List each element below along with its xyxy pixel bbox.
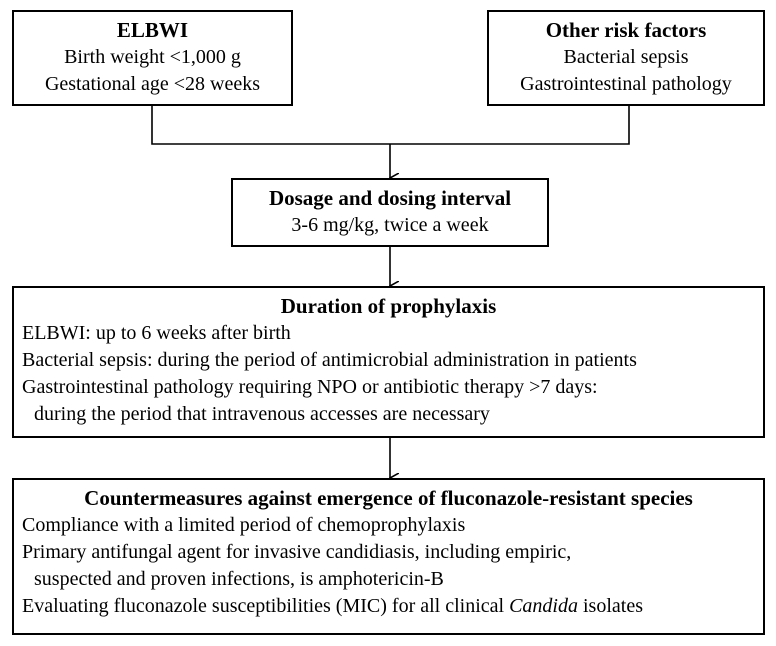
other-risk-title: Other risk factors xyxy=(545,18,707,42)
dosage-box: Dosage and dosing interval 3-6 mg/kg, tw… xyxy=(231,178,549,247)
countermeasures-line-primary-agent: Primary antifungal agent for invasive ca… xyxy=(22,541,572,563)
dosage-line-regimen: 3-6 mg/kg, twice a week xyxy=(291,214,489,236)
duration-title: Duration of prophylaxis xyxy=(280,294,497,318)
countermeasures-line-amphotericin: suspected and proven infections, is amph… xyxy=(34,568,444,590)
other-risk-line-gi-pathology: Gastrointestinal pathology xyxy=(520,73,732,95)
duration-line-iv-access: during the period that intravenous acces… xyxy=(34,403,490,425)
elbwi-line-birth-weight: Birth weight <1,000 g xyxy=(64,46,241,68)
dosage-title: Dosage and dosing interval xyxy=(268,186,512,210)
duration-line-gi-pathology: Gastrointestinal pathology requiring NPO… xyxy=(22,376,598,398)
elbwi-title: ELBWI xyxy=(116,18,189,42)
countermeasures-title: Countermeasures against emergence of flu… xyxy=(84,486,693,510)
countermeasures-line-compliance: Compliance with a limited period of chem… xyxy=(22,514,466,536)
duration-line-elbwi: ELBWI: up to 6 weeks after birth xyxy=(22,322,291,344)
susceptibility-text-before: Evaluating fluconazole susceptibilities … xyxy=(22,595,510,617)
candida-italic: Candida xyxy=(509,595,578,617)
elbwi-box: ELBWI Birth weight <1,000 g Gestational … xyxy=(12,10,293,106)
other-risk-line-bacterial-sepsis: Bacterial sepsis xyxy=(563,46,689,68)
susceptibility-text-after: isolates xyxy=(577,595,643,617)
elbwi-line-gestational-age: Gestational age <28 weeks xyxy=(44,73,261,95)
countermeasures-box: Countermeasures against emergence of flu… xyxy=(12,478,765,635)
duration-line-bacterial-sepsis: Bacterial sepsis: during the period of a… xyxy=(22,349,637,371)
connector-merge-line xyxy=(151,106,630,145)
other-risk-factors-box: Other risk factors Bacterial sepsis Gast… xyxy=(487,10,765,106)
countermeasures-line-susceptibility: Evaluating fluconazole susceptibilities … xyxy=(22,593,763,620)
duration-box: Duration of prophylaxis ELBWI: up to 6 w… xyxy=(12,286,765,438)
